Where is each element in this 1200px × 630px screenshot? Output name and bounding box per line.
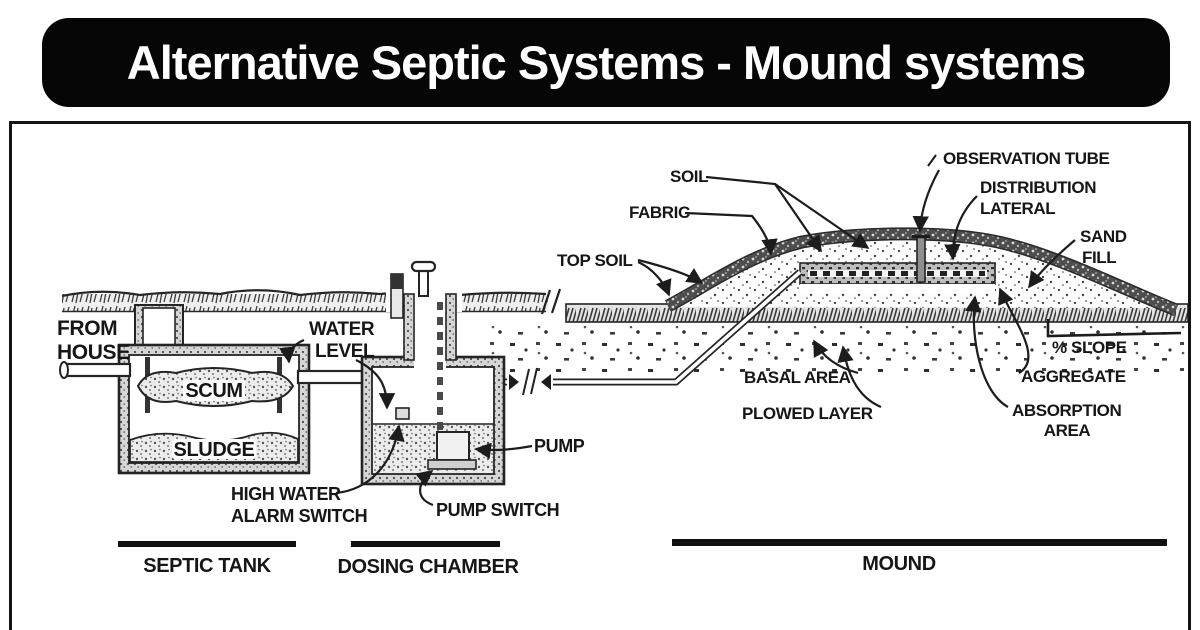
pipe-break-arrow-right [509, 374, 519, 390]
label-observation-tube: OBSERVATION TUBE [943, 149, 1110, 168]
page-title: Alternative Septic Systems - Mound syste… [126, 36, 1086, 89]
vent-cap [410, 260, 437, 273]
label-absorption-2: AREA [1044, 421, 1091, 440]
label-distribution-2: LATERAL [980, 199, 1055, 218]
label-percent-slope: % SLOPE [1052, 338, 1127, 357]
leader-high-water-alarm [335, 424, 405, 495]
chamber-riser-wall-right [445, 293, 457, 361]
label-aggregate: AGGREGATE [1021, 367, 1126, 386]
label-distribution-1: DISTRIBUTION [980, 178, 1096, 197]
slope-bracket [1046, 319, 1182, 338]
leader-pump-switch [415, 469, 434, 507]
section-septic-tank: SEPTIC TANK [143, 555, 271, 577]
absorption-gap [800, 284, 995, 293]
outlet-pipe [296, 369, 366, 385]
septic-tank [59, 304, 366, 475]
leader-plowed-layer [837, 345, 882, 409]
label-soil: SOIL [670, 167, 708, 186]
dosing-chamber [360, 260, 506, 486]
leader-water-level-chamber [355, 359, 396, 410]
label-water-level-2: LEVEL [315, 341, 375, 362]
topsoil-cap-band [665, 228, 1178, 315]
label-high-water-1: HIGH WATER [231, 484, 341, 504]
label-from-house-2: HOUSE [57, 341, 130, 364]
leader-top-soil-a [637, 260, 672, 297]
leader-aggregate [998, 287, 1030, 374]
leader-water-level-tank [279, 338, 305, 364]
chamber-riser-wall-left [403, 293, 415, 361]
section-dosing-chamber: DOSING CHAMBER [337, 556, 519, 578]
dosing-chamber-bar [351, 541, 500, 547]
leader-observation-tube [912, 169, 940, 233]
pump-body [436, 431, 470, 461]
label-basal-area: BASAL AREA [744, 368, 851, 387]
leader-absorption-area [965, 295, 1009, 408]
label-pump-switch: PUMP SWITCH [436, 500, 559, 520]
diagram-frame [9, 121, 1191, 630]
title-banner: Alternative Septic Systems - Mound syste… [42, 18, 1170, 107]
label-plowed-layer: PLOWED LAYER [742, 404, 873, 423]
diagram-labels: FROM HOUSE WATER LEVEL SCUM SLUDGE HIGH … [57, 149, 1127, 526]
label-sand-fill-2: FILL [1082, 248, 1116, 267]
mound-bar [672, 539, 1167, 546]
high-water-alarm-switch-float [395, 407, 410, 420]
label-high-water-2: ALARM SWITCH [231, 506, 367, 526]
label-scum: SCUM [185, 380, 242, 402]
label-top-soil: TOP SOIL [557, 251, 633, 270]
leader-lines [279, 154, 1076, 507]
inlet-pipe [60, 362, 132, 378]
label-pump: PUMP [534, 436, 585, 456]
leader-fabric [684, 211, 778, 256]
septic-tank-bar [118, 541, 296, 547]
leader-sand-fill [1028, 239, 1076, 289]
pipe-break-marks [522, 367, 538, 396]
leader-distribution-lateral [944, 195, 978, 261]
label-sand-fill-1: SAND [1080, 227, 1127, 246]
label-fabric: FABRIC [629, 203, 690, 222]
pump-base [427, 459, 477, 470]
label-water-level-1: WATER [309, 319, 375, 340]
label-sludge: SLUDGE [174, 439, 255, 461]
leader-soil-branch [774, 183, 870, 249]
pipe-break-arrow-left [541, 374, 551, 390]
section-mound: MOUND [862, 553, 936, 575]
leader-top-soil-b [637, 258, 704, 284]
observation-tube [916, 235, 926, 283]
leader-basal-area [813, 339, 859, 375]
ground-break-marks [540, 288, 562, 315]
label-absorption-1: ABSORPTION [1012, 401, 1121, 420]
section-labels: SEPTIC TANK DOSING CHAMBER MOUND [118, 539, 1167, 578]
leader-pump [474, 442, 533, 460]
label-from-house-1: FROM [57, 317, 117, 340]
vent-pipe [418, 269, 429, 297]
